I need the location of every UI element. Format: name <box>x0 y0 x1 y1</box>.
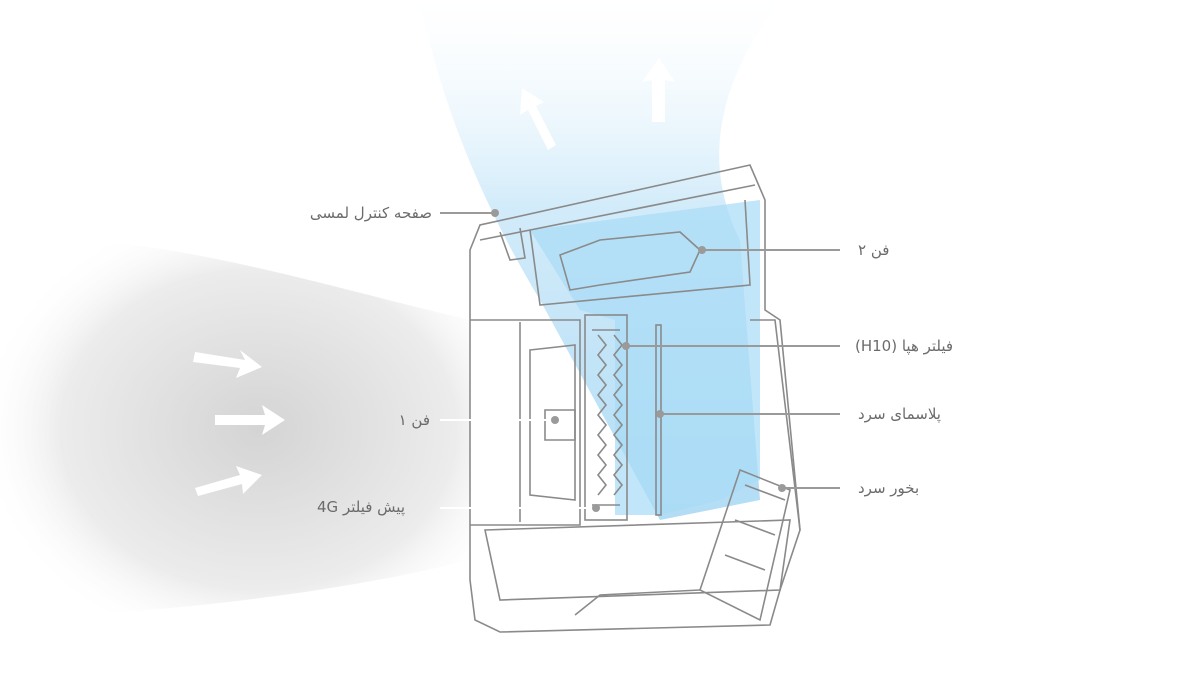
arrow-up-icon <box>642 58 675 122</box>
label-cold-humidifier: بخور سرد <box>858 479 920 497</box>
label-fan2: فن ۲ <box>858 241 890 259</box>
label-fan1: فن ۱ <box>398 411 430 429</box>
label-touch-panel: صفحه کنترل لمسی <box>309 204 432 222</box>
label-prefilter: پیش فیلتر 4G <box>317 498 405 516</box>
arrow-up-icon <box>520 88 556 150</box>
label-hepa-filter: فیلتر هپا (H10) <box>855 337 954 355</box>
arrow-right-icon <box>193 350 262 378</box>
outflow-arrows <box>520 58 675 150</box>
inflow-arrows <box>193 350 285 496</box>
device-outline <box>469 164 801 633</box>
label-cold-plasma: پلاسمای سرد <box>858 405 941 423</box>
inflow-air <box>0 238 470 620</box>
leader-lines <box>440 212 840 509</box>
leader-dots <box>491 209 786 512</box>
clean-air-chamber <box>530 200 760 515</box>
arrow-right-icon <box>215 405 285 435</box>
arrow-right-icon <box>195 466 262 496</box>
